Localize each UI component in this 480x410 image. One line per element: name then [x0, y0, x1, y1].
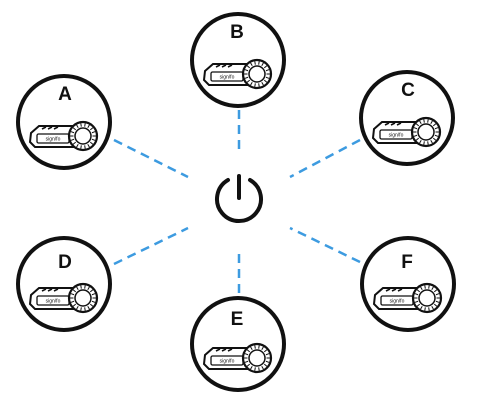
- link-c-to-power: [289, 138, 361, 179]
- brand-label: sign/fo: [220, 75, 235, 81]
- brand-label: sign/fo: [46, 137, 61, 143]
- link-d-to-power: [113, 226, 189, 266]
- intercom-headset-icon: sign/fo: [202, 58, 273, 90]
- brand-label: sign/fo: [390, 299, 405, 305]
- intercom-headset-icon: sign/fo: [372, 282, 443, 314]
- connection-links: [113, 110, 361, 294]
- power-icon: [215, 174, 263, 224]
- intercom-headset-icon: sign/fo: [28, 120, 99, 152]
- brand-label: sign/fo: [220, 359, 235, 365]
- node-label: E: [231, 309, 244, 330]
- brand-label: sign/fo: [389, 133, 404, 139]
- intercom-headset-icon: sign/fo: [28, 282, 99, 314]
- intercom-headset-icon: sign/fo: [202, 342, 273, 374]
- intercom-headset-icon: sign/fo: [371, 116, 442, 148]
- link-a-to-power: [113, 138, 189, 179]
- power-button: [215, 174, 263, 224]
- node-label: B: [230, 22, 244, 43]
- brand-label: sign/fo: [46, 299, 61, 305]
- node-label: D: [58, 252, 72, 273]
- node-label: C: [401, 80, 415, 101]
- link-f-to-power: [289, 226, 361, 264]
- node-label: F: [401, 252, 413, 273]
- node-label: A: [58, 84, 72, 105]
